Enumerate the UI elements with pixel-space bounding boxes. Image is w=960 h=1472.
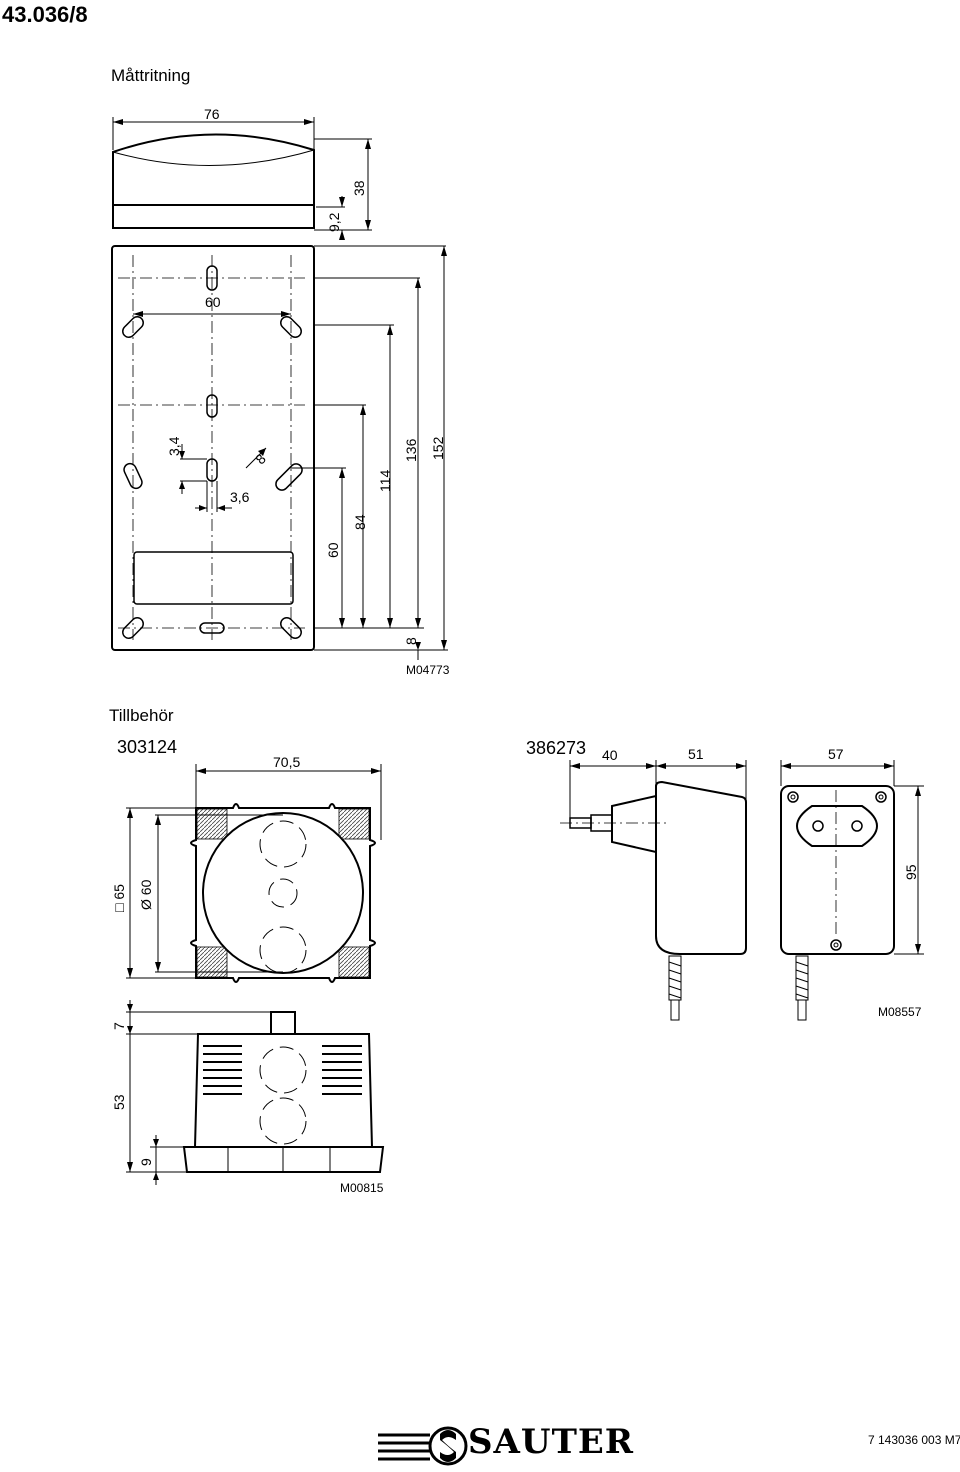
sauter-logo-graphic xyxy=(378,1426,468,1466)
dim-label-84: 84 xyxy=(352,514,368,530)
adapter-dimensions xyxy=(569,760,924,955)
dim-label-square-65: □ 65 xyxy=(111,884,127,912)
device-side-view xyxy=(112,133,315,229)
brand-logo-text: SAUTER xyxy=(468,1422,635,1462)
box-dimension-65-60 xyxy=(126,807,283,979)
dim-label-95: 95 xyxy=(903,864,919,880)
section-title-dimension-drawing: Måttritning xyxy=(111,66,191,85)
figure-ref-m04773: M04773 xyxy=(406,663,450,677)
device-front-view xyxy=(111,245,315,651)
dimension-76 xyxy=(112,117,315,150)
dim-label-9: 9 xyxy=(138,1158,154,1166)
vertical-dimensions xyxy=(290,245,448,660)
power-adapter-side-view xyxy=(560,780,747,1021)
figure-ref-m00815: M00815 xyxy=(340,1181,384,1195)
junction-box-side-view xyxy=(182,1011,385,1173)
dim-label-7: 7 xyxy=(111,1022,127,1030)
dim-label-3-6: 3,6 xyxy=(230,489,250,505)
dimension-38 xyxy=(314,138,372,240)
dim-label-53: 53 xyxy=(111,1094,127,1110)
dim-label-51: 51 xyxy=(688,746,704,762)
dim-label-3-4: 3,4 xyxy=(166,436,182,456)
dim-label-8-bottom: 8 xyxy=(403,637,419,645)
document-code: 7 143036 003 M7 xyxy=(868,1433,960,1447)
dim-label-136: 136 xyxy=(403,438,419,462)
part-number-386273: 386273 xyxy=(526,738,587,758)
junction-box-top-view xyxy=(190,803,376,983)
dim-label-40: 40 xyxy=(602,747,618,763)
dim-label-38: 38 xyxy=(351,180,367,196)
dim-label-152: 152 xyxy=(430,436,446,460)
dimension-60-horizontal xyxy=(133,311,291,317)
dim-label-60-horizontal: 60 xyxy=(205,294,221,310)
document-number: 43.036/8 xyxy=(2,2,88,27)
dim-label-60-vertical: 60 xyxy=(325,542,341,558)
dimension-slot xyxy=(179,444,267,512)
dim-label-diameter-60: Ø 60 xyxy=(138,879,154,910)
dim-label-57: 57 xyxy=(828,746,844,762)
section-title-accessories: Tillbehör xyxy=(109,706,174,725)
box-dimension-70-5 xyxy=(195,764,382,840)
figure-ref-m08557: M08557 xyxy=(878,1005,922,1019)
dim-label-9-2: 9,2 xyxy=(326,212,342,232)
dim-label-70-5: 70,5 xyxy=(273,754,301,770)
part-number-303124: 303124 xyxy=(117,737,178,757)
power-adapter-front-view xyxy=(780,785,895,1021)
box-side-dimensions xyxy=(126,1000,271,1185)
dim-label-114: 114 xyxy=(377,469,393,492)
dim-label-76: 76 xyxy=(204,106,220,122)
